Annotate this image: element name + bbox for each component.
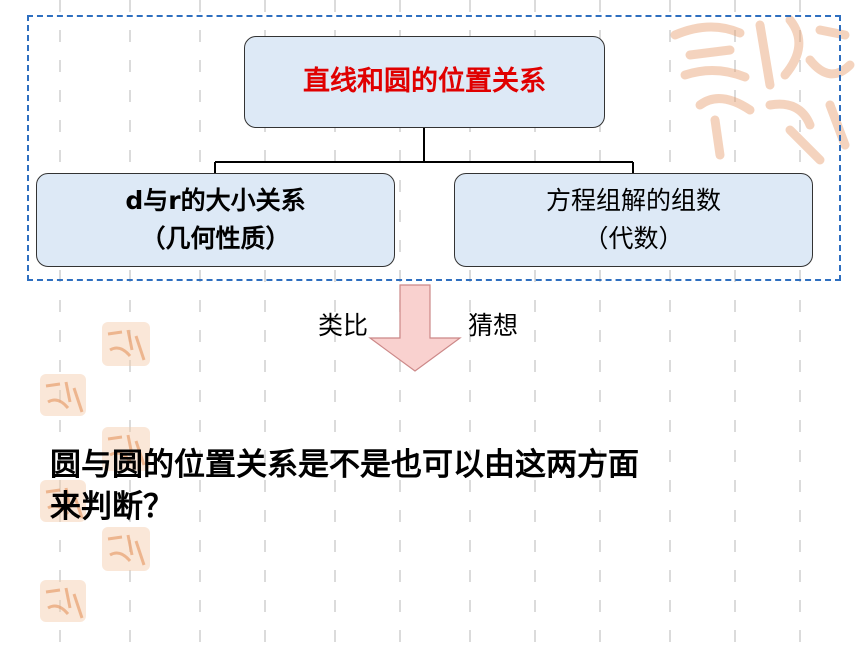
child-node-geometric: d与r的大小关系 （几何性质） [36,173,395,267]
tree-connector [214,128,634,173]
child-node-algebraic-line2: （代数） [583,224,684,253]
seal-stamp-large [670,15,855,165]
seal-stamp-small-4 [40,480,86,522]
seal-stamp-small-3 [102,427,150,471]
root-node-label: 直线和圆的位置关系 [303,66,546,97]
child-node-geometric-line1: d与r的大小关系 [125,186,306,215]
child-node-algebraic-line1: 方程组解的组数 [545,186,721,215]
question-text: 圆与圆的位置关系是不是也可以由这两方面 来判断？ [50,444,840,528]
seal-stamp-small-6 [40,580,86,622]
seal-stamp-small-1 [102,322,150,366]
seal-stamp-small-2 [40,374,86,416]
down-arrow-icon [368,284,462,372]
question-line2: 来判断？ [50,489,174,525]
analogy-label: 类比 [318,311,369,340]
child-node-geometric-line2: （几何性质） [140,224,291,253]
child-node-algebraic: 方程组解的组数 （代数） [454,173,813,267]
seal-stamp-small-5 [102,527,150,571]
conjecture-label: 猜想 [468,311,519,340]
root-node: 直线和圆的位置关系 [244,36,605,128]
diagram-frame [27,15,841,281]
question-line1: 圆与圆的位置关系是不是也可以由这两方面 [50,447,639,483]
